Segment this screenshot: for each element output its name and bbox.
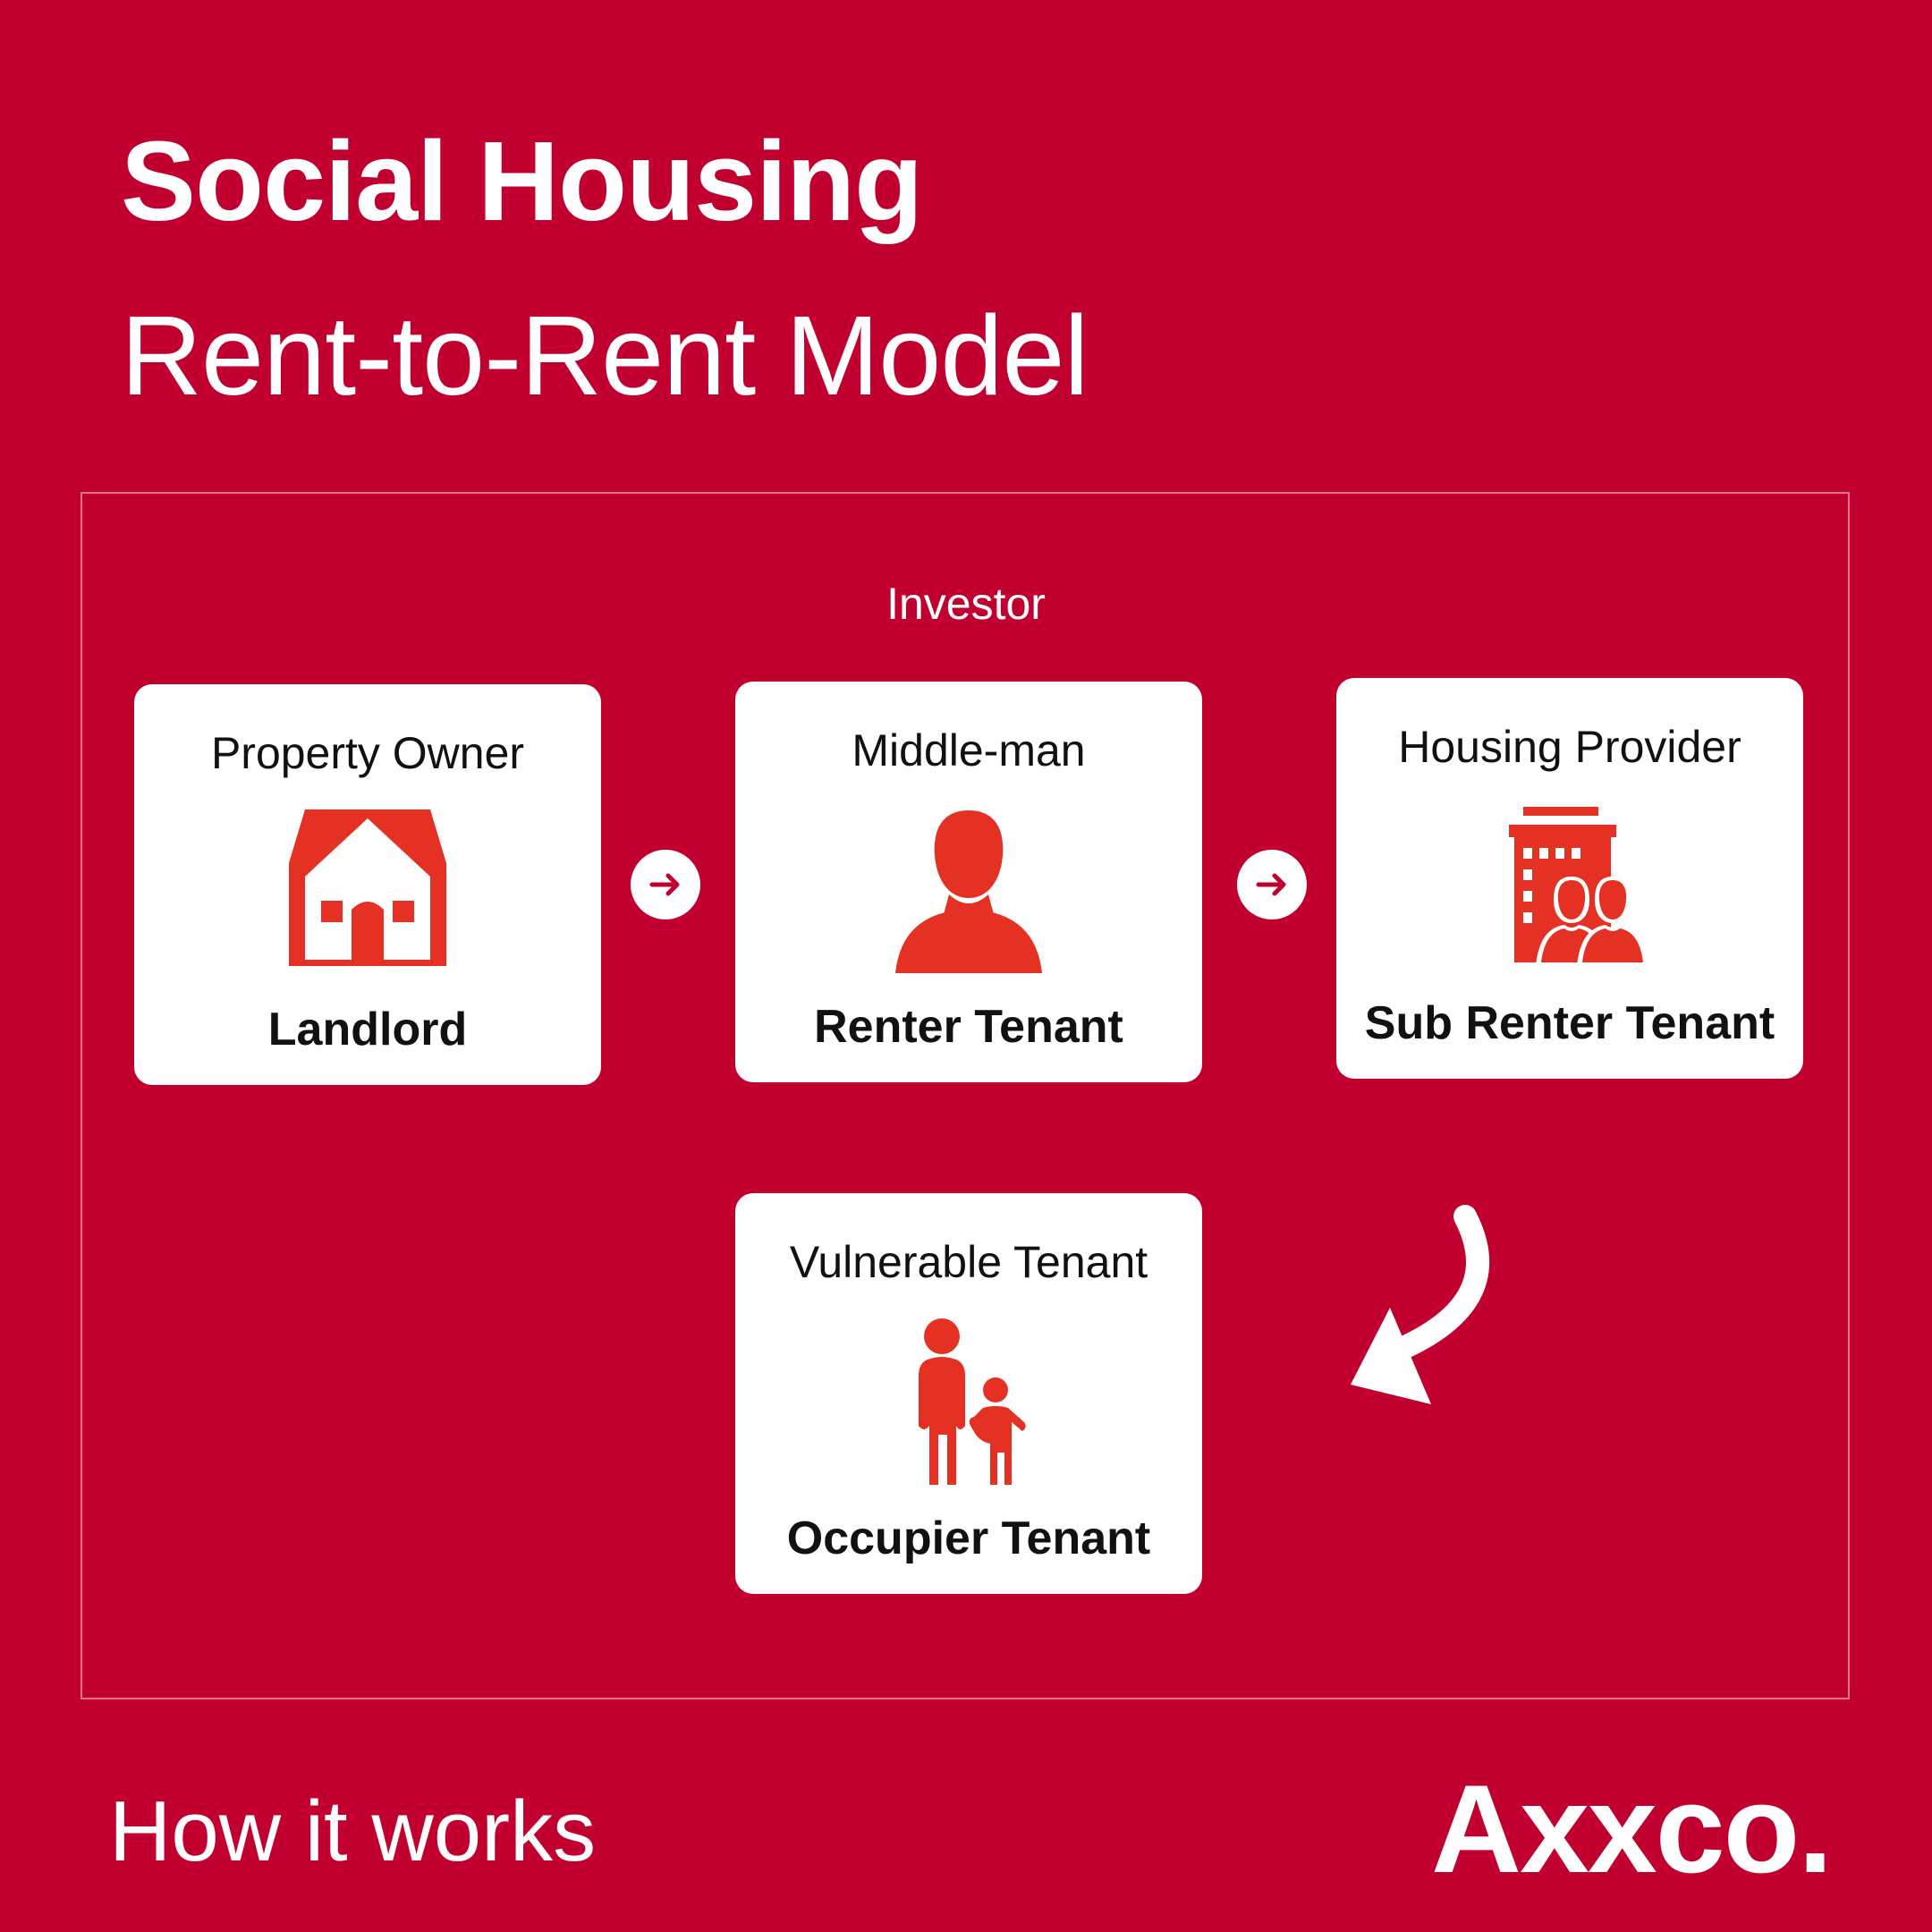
card-bottom-label: Sub Renter Tenant — [1364, 997, 1775, 1049]
card-vulnerable-tenant: Vulnerable Tenant Occupier Tenant — [735, 1193, 1202, 1594]
page-subtitle: Rent-to-Rent Model — [121, 292, 1089, 419]
card-bottom-label: Landlord — [267, 1004, 468, 1055]
card-bottom-label: Occupier Tenant — [786, 1513, 1151, 1564]
card-top-label: Housing Provider — [1398, 722, 1741, 772]
person-icon — [870, 798, 1067, 977]
card-bottom-label: Renter Tenant — [814, 1001, 1123, 1053]
tagline: How it works — [109, 1784, 597, 1879]
diagram-frame — [80, 492, 1850, 1699]
building-people-icon — [1471, 794, 1668, 973]
card-middle-man: Middle-man Renter Tenant — [735, 682, 1202, 1082]
investor-group-label: Investor — [886, 579, 1046, 629]
curved-arrow-icon — [1333, 1199, 1503, 1422]
card-housing-provider: Housing Provider Sub Renter Tenant — [1336, 678, 1803, 1079]
parent-child-icon — [870, 1309, 1067, 1488]
card-top-label: Vulnerable Tenant — [789, 1237, 1148, 1287]
card-top-label: Middle-man — [852, 725, 1086, 775]
brand-logo: Axxco. — [1431, 1758, 1833, 1899]
page-title: Social Housing — [121, 118, 923, 244]
house-icon — [269, 801, 466, 979]
arrow-right-icon — [631, 850, 700, 919]
card-property-owner: Property Owner Landlord — [134, 684, 601, 1085]
arrow-right-icon — [1237, 850, 1307, 919]
card-top-label: Property Owner — [210, 728, 525, 778]
